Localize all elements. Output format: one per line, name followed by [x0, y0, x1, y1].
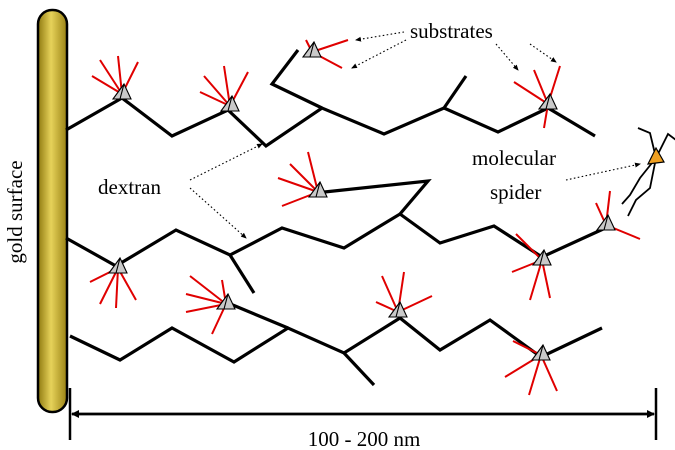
- molecular-label: molecular: [472, 146, 556, 170]
- anchor-3: [301, 39, 349, 69]
- anchor-4: [513, 65, 561, 129]
- dextran-label: dextran: [98, 175, 161, 199]
- scale-label: 100 - 200 nm: [308, 427, 421, 450]
- gold-surface-label: gold surface: [3, 160, 27, 263]
- label-pointers: [189, 31, 641, 239]
- anchor-6: [89, 256, 137, 309]
- gold-surface-bar: [36, 8, 69, 414]
- anchor-8: [595, 190, 641, 240]
- anchor-5: [277, 151, 328, 207]
- anchor-1: [91, 55, 139, 100]
- molecular-spider: [621, 127, 675, 217]
- dextran-branch-middle-2: [228, 254, 256, 294]
- dextran-branch-bottom-1: [342, 351, 376, 387]
- anchor-2: [199, 65, 249, 112]
- dextran-chain-bottom: [69, 316, 603, 364]
- anchor-9: [185, 275, 236, 335]
- dextran-chain-top: [65, 96, 596, 149]
- anchor-7: [511, 233, 552, 301]
- dextran-branch-top-1: [269, 49, 323, 110]
- dextran-chains: [65, 49, 613, 387]
- scale-bar: [68, 388, 658, 440]
- dextran-branch-middle-1: [314, 178, 432, 216]
- substrate-anchors: [89, 39, 641, 396]
- spider-label: spider: [490, 180, 541, 204]
- dextran-chain-middle: [65, 212, 613, 268]
- substrates-label: substrates: [410, 19, 493, 43]
- dextran-branch-bottom-2: [227, 301, 289, 330]
- anchor-11: [504, 340, 558, 396]
- dextran-branch-top-2: [442, 75, 468, 109]
- anchor-10: [375, 271, 433, 318]
